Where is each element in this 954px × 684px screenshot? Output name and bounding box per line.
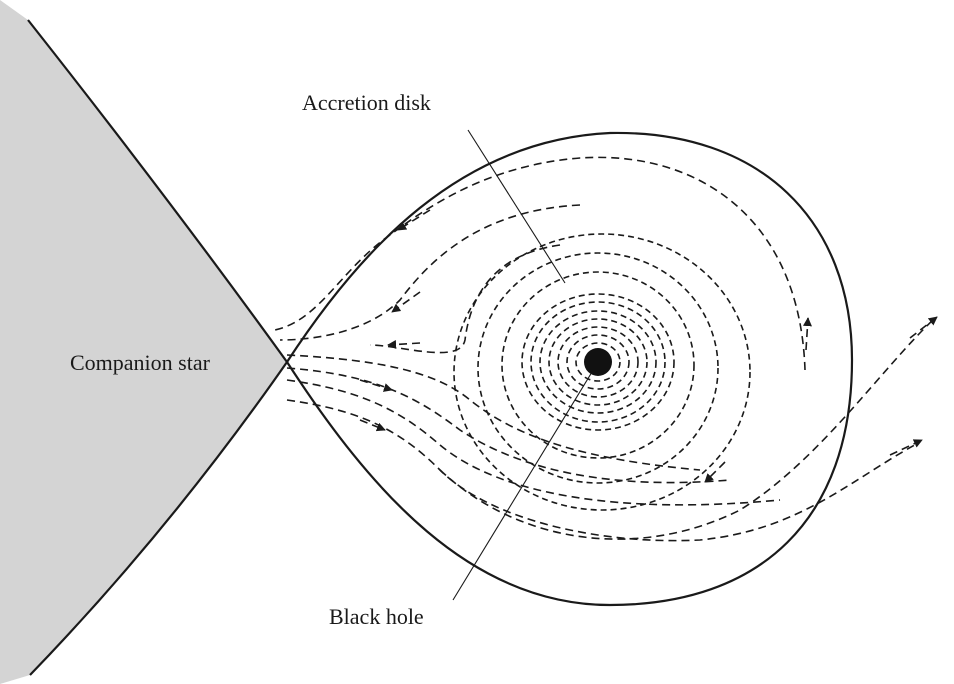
accretion-disk-label: Accretion disk [302,90,431,115]
black-hole-dot [584,348,612,376]
stream-lower [286,399,921,542]
stream-lower-arrow [359,419,386,432]
accretion-disk [453,233,751,511]
companion-star-label: Companion star [70,350,210,375]
accretion-disk-pointer [467,129,566,284]
stream-infall-2 [286,367,731,484]
stream-inner-arrow [387,340,421,349]
stream-outflow-arrow [909,316,938,339]
stream-mid-arrow [391,291,421,313]
stream-right-up-arrow [803,317,812,351]
stream-outflow [439,317,936,540]
stream-upper-return [274,156,806,371]
stream-infall-1 [286,354,701,471]
companion-star-lobe [0,0,287,684]
mass-transfer-streams [274,156,938,542]
stream-infall-arrow-1 [359,379,393,392]
stream-upper-arrow [397,209,431,231]
black-hole-label: Black hole [329,604,424,629]
stream-inner-return [369,244,561,354]
stream-lower-right-arrow [704,461,726,483]
stream-mid-return [279,204,581,341]
stream-infall-3 [286,379,781,506]
stream-lower-out-arrow [889,439,923,456]
roche-lobe-outline [285,131,854,607]
